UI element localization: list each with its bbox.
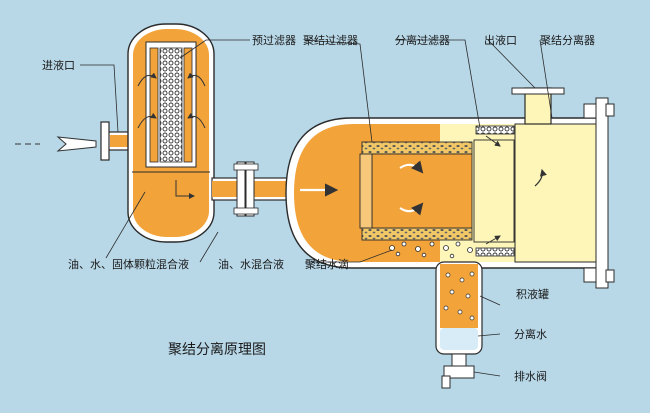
label-drain-valve: 排水阀 (514, 369, 547, 383)
outlet-nozzle (511, 87, 565, 125)
coalescing-filter-element (300, 141, 473, 241)
label-separated-water: 分离水 (514, 327, 547, 341)
inlet-flow-arrow (15, 136, 97, 152)
label-inlet: 进液口 (42, 58, 75, 72)
label-coalescing-filter: 聚结过滤器 (303, 34, 358, 47)
leader-lines (80, 39, 553, 377)
label-coalescing-separator: 聚结分离器 (540, 33, 595, 47)
separation-filter-element (473, 125, 547, 257)
label-oil-water-mixture: 油、水混合液 (218, 257, 284, 271)
label-outlet: 出液口 (484, 33, 517, 47)
diagram-caption: 聚结分离原理图 (168, 341, 266, 358)
sump-tank (435, 261, 483, 355)
label-pre-filter: 预过滤器 (252, 34, 296, 47)
label-coalesced-water-drops: 聚结水滴 (305, 257, 349, 271)
pre-filter-vessel (127, 23, 215, 243)
drain-valve (441, 353, 475, 389)
label-oil-water-solid-mixture: 油、水、固体颗粒混合液 (68, 257, 189, 271)
label-separation-filter: 分离过滤器 (395, 33, 450, 47)
label-sump-tank: 积液罐 (516, 287, 549, 301)
water-drops (389, 241, 473, 259)
connecting-pipe (211, 161, 293, 217)
